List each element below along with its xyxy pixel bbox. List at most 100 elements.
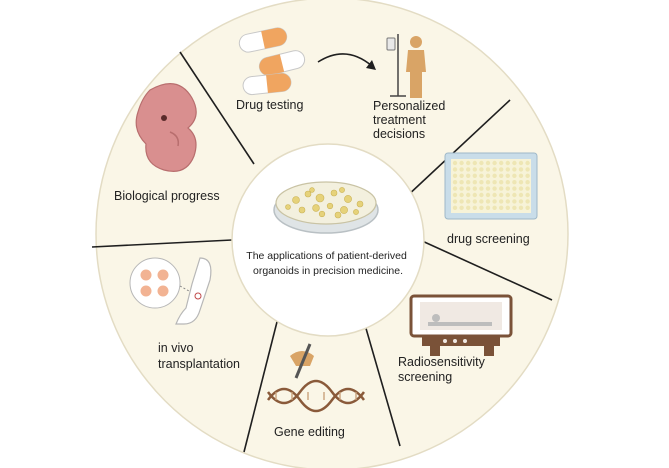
well bbox=[466, 180, 471, 185]
well bbox=[518, 205, 524, 210]
well bbox=[452, 160, 458, 166]
label-in-vivo-line-1: in vivo bbox=[158, 341, 193, 355]
divider-top bbox=[179, 51, 255, 165]
well bbox=[472, 205, 477, 210]
well bbox=[505, 167, 510, 172]
well bbox=[518, 160, 524, 166]
label-personalized: Personalized treatment decisions bbox=[373, 99, 449, 141]
label-gene-editing: Gene editing bbox=[274, 425, 345, 439]
label-personalized-line-2: treatment bbox=[373, 113, 426, 127]
dna-editing-icon bbox=[266, 343, 366, 413]
well bbox=[485, 180, 491, 185]
well bbox=[525, 199, 530, 204]
label-personalized-line-1: Personalized bbox=[373, 99, 445, 113]
well bbox=[472, 199, 477, 204]
well bbox=[518, 199, 524, 204]
well bbox=[452, 192, 458, 198]
well bbox=[472, 160, 477, 166]
well bbox=[499, 199, 504, 204]
well bbox=[452, 180, 458, 185]
well bbox=[479, 192, 484, 198]
well bbox=[518, 167, 524, 172]
well bbox=[452, 173, 458, 178]
well bbox=[499, 173, 504, 178]
well bbox=[525, 186, 530, 191]
well bbox=[505, 173, 510, 178]
well bbox=[479, 180, 484, 185]
well bbox=[492, 205, 497, 210]
label-drug-screening: drug screening bbox=[447, 232, 530, 246]
well bbox=[505, 180, 510, 185]
well bbox=[459, 199, 464, 204]
center-line-1: The applications of patient-derived bbox=[246, 250, 407, 262]
well bbox=[505, 192, 510, 198]
center-line-2: organoids in precision medicine. bbox=[253, 265, 403, 277]
well bbox=[492, 186, 497, 191]
well bbox=[472, 173, 477, 178]
transplantation-icon bbox=[129, 257, 212, 325]
well bbox=[518, 186, 524, 191]
well bbox=[452, 205, 458, 210]
well bbox=[479, 173, 484, 178]
radiotherapy-machine-icon bbox=[409, 294, 513, 356]
petri-dish-icon bbox=[273, 181, 379, 234]
well bbox=[512, 186, 517, 191]
well bbox=[485, 192, 491, 198]
well bbox=[492, 173, 497, 178]
well bbox=[525, 167, 530, 172]
label-radiosensitivity-line-1: Radiosensitivity bbox=[398, 355, 486, 369]
label-radiosensitivity-line-2: screening bbox=[398, 370, 452, 384]
embryo-icon bbox=[135, 83, 197, 172]
well bbox=[492, 192, 497, 198]
well bbox=[452, 167, 458, 172]
well bbox=[485, 199, 491, 204]
well bbox=[472, 186, 477, 191]
well bbox=[459, 205, 464, 210]
well bbox=[479, 205, 484, 210]
well bbox=[499, 180, 504, 185]
well bbox=[518, 173, 524, 178]
well bbox=[479, 199, 484, 204]
well bbox=[452, 199, 458, 204]
segment-dividers bbox=[91, 51, 553, 453]
well bbox=[485, 186, 491, 191]
label-personalized-line-3: decisions bbox=[373, 127, 425, 141]
well bbox=[512, 192, 517, 198]
label-in-vivo-line-2: transplantation bbox=[158, 357, 240, 371]
well bbox=[512, 199, 517, 204]
well bbox=[459, 186, 464, 191]
divider-left bbox=[91, 239, 233, 248]
well bbox=[466, 167, 471, 172]
divider-right bbox=[419, 239, 553, 301]
well bbox=[505, 186, 510, 191]
well bbox=[472, 180, 477, 185]
well bbox=[452, 186, 458, 191]
well bbox=[505, 199, 510, 204]
well bbox=[525, 173, 530, 178]
well bbox=[525, 205, 530, 210]
well bbox=[499, 160, 504, 166]
label-drug-testing: Drug testing bbox=[236, 98, 303, 112]
well bbox=[518, 180, 524, 185]
well bbox=[479, 160, 484, 166]
well bbox=[485, 160, 491, 166]
well bbox=[466, 160, 471, 166]
well bbox=[479, 167, 484, 172]
well bbox=[459, 180, 464, 185]
well bbox=[499, 186, 504, 191]
well bbox=[505, 160, 510, 166]
well bbox=[525, 192, 530, 198]
well bbox=[505, 205, 510, 210]
well bbox=[472, 167, 477, 172]
well bbox=[459, 160, 464, 166]
well bbox=[492, 167, 497, 172]
well bbox=[466, 186, 471, 191]
label-in-vivo: in vivo transplantation bbox=[158, 341, 240, 371]
well bbox=[466, 205, 471, 210]
well bbox=[512, 205, 517, 210]
center-circle bbox=[231, 143, 425, 337]
well bbox=[499, 167, 504, 172]
well bbox=[499, 205, 504, 210]
well bbox=[492, 180, 497, 185]
